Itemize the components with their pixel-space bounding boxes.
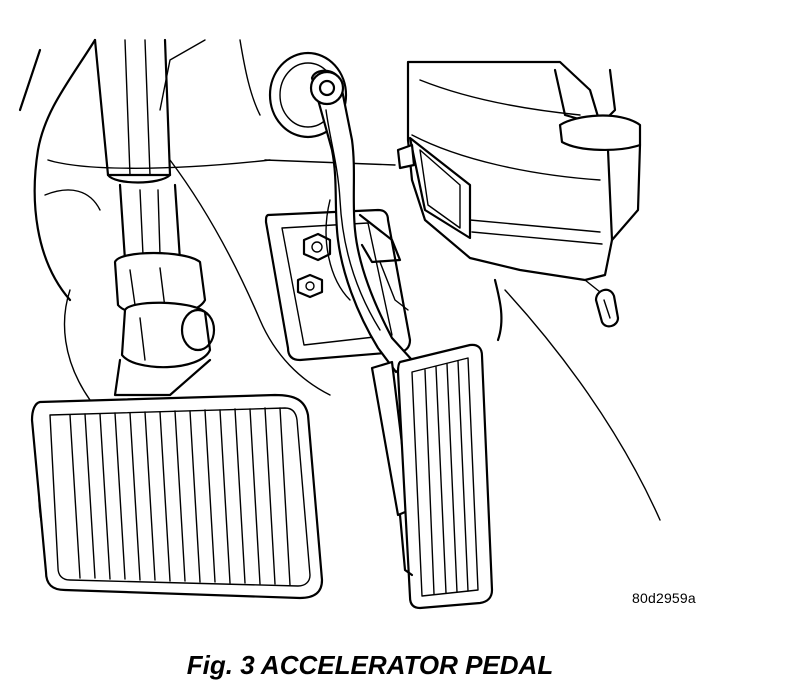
brake-pad-ribs bbox=[69, 407, 291, 586]
steering-column bbox=[93, 38, 216, 397]
illustration-reference-code: 80d2959a bbox=[632, 590, 696, 606]
heater-duct bbox=[396, 60, 642, 328]
brake-pedal-pad bbox=[30, 393, 324, 600]
figure-caption: Fig. 3 ACCELERATOR PEDAL bbox=[186, 650, 554, 680]
accelerator-pedal-illustration bbox=[18, 38, 661, 610]
accelerator-pedal-pad bbox=[370, 343, 494, 610]
accelerator-pedal-arm bbox=[309, 69, 414, 374]
